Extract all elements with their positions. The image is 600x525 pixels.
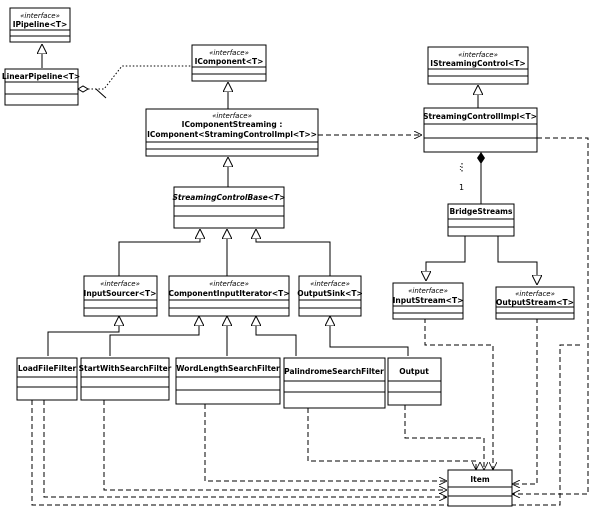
class-bridgestreams: BridgeStreams (447, 203, 515, 237)
edge-impl-item (512, 137, 589, 494)
class-name: Output (399, 367, 429, 376)
class-linearpipeline: LinearPipeline<T> (2, 68, 80, 106)
class-name: InputSourcer<T> (84, 289, 157, 298)
edge-bridge-inputstream (426, 236, 466, 281)
class-output: Output (387, 357, 442, 406)
class-name: PalindromeSearchFilter (284, 367, 384, 376)
class-outputstream: «interface» OutputStream<T> (495, 286, 575, 320)
class-name: BridgeStreams (450, 207, 513, 216)
class-name: LoadFileFilter (18, 364, 77, 373)
class-name: LinearPipeline<T> (2, 72, 80, 81)
edge-wordlength-item (204, 404, 447, 481)
multiplicity-label-impl: : (459, 163, 462, 172)
class-name: IComponent<T> (195, 57, 264, 66)
class-name: WordLengthSearchFilter (176, 364, 280, 373)
class-icomponent: «interface» IComponent<T> (191, 44, 267, 82)
edge-loadfile-item (43, 400, 447, 497)
stereotype-label: «interface» (212, 112, 252, 120)
composition-diamond (477, 152, 485, 164)
class-name-line2: IComponent<StramingControlImpl<T>> (147, 130, 317, 139)
class-palindromesearchfilter: PalindromeSearchFilter (283, 357, 386, 409)
class-name: OutputSink<T> (297, 289, 363, 298)
class-ipipeline: «interface» IPipeline<T> (9, 7, 71, 43)
stereotype-label: «interface» (515, 290, 555, 298)
edge-linearpipeline-icomponent (88, 65, 191, 90)
class-name: StartWithSearchFilter (79, 364, 172, 373)
edge-output-outputsink (330, 316, 409, 356)
edge-output-item (404, 405, 484, 470)
class-inputsourcer: «interface» InputSourcer<T> (83, 275, 158, 317)
class-outputsink: «interface» OutputSink<T> (297, 275, 363, 317)
class-name: StreamingControllImpl<T> (423, 112, 537, 121)
class-componentinputiterator: «interface» ComponentInputIterator<T> (168, 275, 290, 317)
class-name: IStreamingControl<T> (430, 59, 525, 68)
stereotype-label: «interface» (209, 280, 249, 288)
edge-loadfile-inputsourcer (47, 316, 119, 356)
stereotype-label: «interface» (100, 280, 140, 288)
stereotype-label: «interface» (408, 287, 448, 295)
class-name: OutputStream<T> (496, 298, 574, 307)
class-wordlengthsearchfilter: WordLengthSearchFilter (175, 357, 281, 405)
class-icomponentstreaming: «interface» IComponentStreaming : ICompo… (145, 108, 319, 157)
stereotype-label: «interface» (458, 51, 498, 59)
stereotype-label: «interface» (310, 280, 350, 288)
edge-aggregation-tail (95, 88, 107, 99)
class-streamingcontrolbase: StreamingControlBase<T> (173, 186, 286, 229)
edge-palindrome-item (307, 408, 476, 470)
edge-misc-dep (31, 344, 580, 506)
class-name: ComponentInputIterator<T> (168, 289, 289, 298)
class-inputstream: «interface» InputStream<T> (392, 282, 464, 320)
edge-inputsourcer-base (118, 229, 200, 276)
class-loadfilefilter: LoadFileFilter (16, 357, 78, 401)
class-istreamingcontrol: «interface» IStreamingControl<T> (427, 46, 529, 85)
class-name: Item (470, 475, 489, 484)
multiplicity-label-bridge: 1 (459, 183, 464, 192)
edge-inputstream-item (424, 318, 493, 470)
edge-startwith-iterator (109, 316, 199, 356)
connectors (31, 44, 589, 506)
edge-outputsink-base (256, 229, 331, 276)
class-streamingcontrollimpl: StreamingControllImpl<T> (423, 107, 538, 153)
class-name: StreamingControlBase<T> (173, 193, 286, 202)
aggregation-diamond (77, 85, 89, 93)
class-startwithsearchfilter: StartWithSearchFilter (79, 357, 172, 401)
edge-outputstream-item (512, 318, 538, 484)
class-name: IPipeline<T> (13, 20, 68, 29)
class-name: InputStream<T> (393, 296, 464, 305)
stereotype-label: «interface» (20, 12, 60, 20)
class-item: Item (447, 469, 513, 507)
edge-palindrome-iterator (256, 316, 297, 356)
edge-startwith-item (103, 400, 447, 490)
edge-bridge-outputstream (497, 236, 537, 285)
class-name-line1: IComponentStreaming : (182, 120, 283, 129)
stereotype-label: «interface» (209, 49, 249, 57)
